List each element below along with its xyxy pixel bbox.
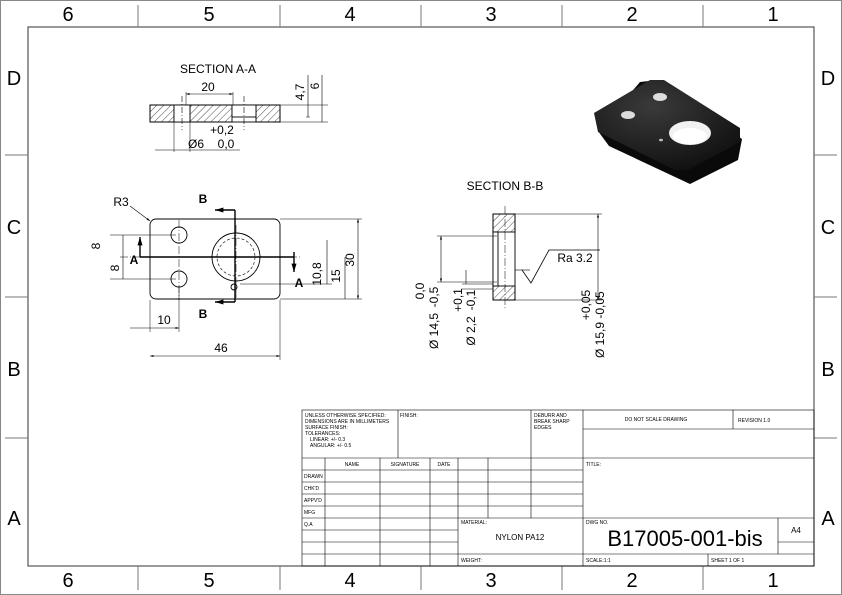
section-aa-title: SECTION A-A — [180, 62, 256, 76]
dim-aa-dia-6: Ø6 — [188, 137, 204, 151]
cut-label-a-right: A — [295, 276, 304, 290]
zone-col-top-3: 3 — [485, 4, 496, 26]
dim-bb-d1-tol-low: -0,5 — [427, 286, 441, 307]
cut-label-a-left: A — [130, 253, 139, 267]
dim-v8-top: 8 — [89, 242, 103, 249]
dim-aa-tol-up: +0,2 — [210, 123, 234, 137]
title-block: UNLESS OTHERWISE SPECIFIED: DIMENSIONS A… — [301, 409, 815, 567]
dim-bb-d1-tol-up: 0,0 — [413, 282, 427, 299]
zone-col-top-2: 2 — [626, 4, 637, 26]
tb-note-6: ANGULAR: +/- 0.5 — [310, 443, 351, 449]
tb-deburr-2: BREAK SHARP — [534, 419, 570, 425]
tb-finish-label: FINISH: — [400, 413, 418, 419]
tb-deburr-1: DEBURR AND — [534, 413, 567, 419]
cut-label-b-top: B — [199, 192, 208, 206]
dim-aa-20: 20 — [201, 80, 215, 94]
dim-bb-d1: Ø 14,5 — [427, 313, 441, 349]
zone-col-top-1: 1 — [767, 4, 778, 26]
tb-note-2: DIMENSIONS ARE IN MILLIMETERS — [305, 419, 390, 425]
zone-row-right-b: B — [821, 359, 834, 381]
dim-bb-d3: Ø 15,9 — [593, 322, 607, 358]
tb-deburr-3: EDGES — [534, 425, 552, 431]
tb-note-3: SURFACE FINISH: — [305, 425, 348, 431]
zone-ticks — [5, 5, 837, 590]
dim-radius-r3: R3 — [113, 195, 129, 209]
zone-col-bottom-2: 2 — [626, 570, 637, 592]
dim-bb-d2-tol-low: -0,1 — [464, 289, 478, 310]
tb-size: A4 — [791, 526, 801, 535]
zone-row-left-a: A — [7, 508, 21, 530]
tb-row-drawn: DRAWN — [304, 474, 323, 480]
zone-col-top-5: 5 — [203, 4, 214, 26]
tb-row-chkd: CHK'D — [304, 486, 320, 492]
tb-header-signature: SIGNATURE — [391, 462, 420, 468]
tb-do-not-scale: DO NOT SCALE DRAWING — [625, 417, 688, 423]
tb-dwg-no: B17005-001-bis — [607, 526, 762, 551]
dim-v30: 30 — [343, 253, 357, 267]
section-aa-view: SECTION A-A 20 4,7 6 +0,2 Ø6 0,0 — [149, 62, 328, 152]
zone-row-right-a: A — [821, 508, 835, 530]
tb-row-mfg: MFG — [304, 510, 315, 516]
tb-note-5: LINEAR: +/- 0.3 — [310, 437, 345, 443]
tb-scale: SCALE:1:1 — [586, 558, 611, 564]
dim-bb-d2-tol-up: +0,1 — [451, 288, 465, 312]
dim-h10: 10 — [157, 313, 171, 327]
dim-v8-bottom: 8 — [108, 264, 122, 271]
front-outline — [149, 218, 281, 300]
zone-col-top-6: 6 — [62, 4, 73, 26]
tb-row-appvd: APPV'D — [304, 498, 322, 504]
tb-dwg-label: DWG NO. — [586, 520, 609, 526]
zone-col-bottom-6: 6 — [62, 570, 73, 592]
tb-note-4: TOLERANCES: — [305, 431, 340, 437]
zone-col-bottom-4: 4 — [344, 570, 355, 592]
tb-weight-label: WEIGHT: — [461, 558, 482, 564]
dim-aa-6: 6 — [308, 82, 322, 89]
dim-v10-8: 10,8 — [310, 262, 324, 286]
tb-sheet: SHEET 1 OF 1 — [711, 558, 744, 564]
zone-labels: 6 5 4 3 2 1 6 5 4 3 2 1 D C B A D C B A — [7, 4, 836, 592]
tb-material: NYLON PA12 — [496, 533, 545, 542]
dim-v15: 15 — [329, 269, 343, 283]
zone-col-bottom-1: 1 — [767, 570, 778, 592]
zone-col-bottom-3: 3 — [485, 570, 496, 592]
dim-aa-tol-low: 0,0 — [218, 137, 235, 151]
tb-header-name: NAME — [345, 462, 360, 468]
tb-material-label: MATERIAL: — [461, 520, 487, 526]
dim-aa-4-7: 4,7 — [293, 83, 307, 100]
cut-label-b-bottom: B — [199, 307, 208, 321]
zone-row-right-c: C — [821, 217, 835, 239]
isometric-part-render — [594, 80, 742, 184]
zone-row-left-b: B — [7, 359, 20, 381]
tb-note-1: UNLESS OTHERWISE SPECIFIED: — [305, 413, 386, 419]
zone-row-left-c: C — [7, 217, 21, 239]
zone-row-right-d: D — [821, 68, 835, 90]
dim-bb-d3-tol-low: -0,05 — [593, 291, 607, 319]
section-bb-view: SECTION B-B Ra 3.2 0,0 -0,5 Ø 14,5 +0,1 … — [413, 179, 607, 358]
zone-col-top-4: 4 — [344, 4, 355, 26]
dim-bb-d2: Ø 2,2 — [464, 316, 478, 346]
section-bb-title: SECTION B-B — [467, 179, 544, 193]
front-view: A A B B R3 8 8 10 46 10,8 15 30 — [89, 192, 362, 360]
roughness-ra: Ra 3.2 — [557, 251, 593, 265]
tb-revision: REVISION 1.0 — [738, 418, 770, 424]
zone-col-bottom-5: 5 — [203, 570, 214, 592]
tb-title-label: TITLE: — [586, 462, 601, 468]
dim-h46: 46 — [214, 341, 228, 355]
tb-row-qa: Q.A — [304, 522, 313, 528]
zone-row-left-d: D — [7, 68, 21, 90]
tb-header-date: DATE — [438, 462, 452, 468]
dim-bb-d3-tol-up: +0,05 — [579, 289, 593, 320]
